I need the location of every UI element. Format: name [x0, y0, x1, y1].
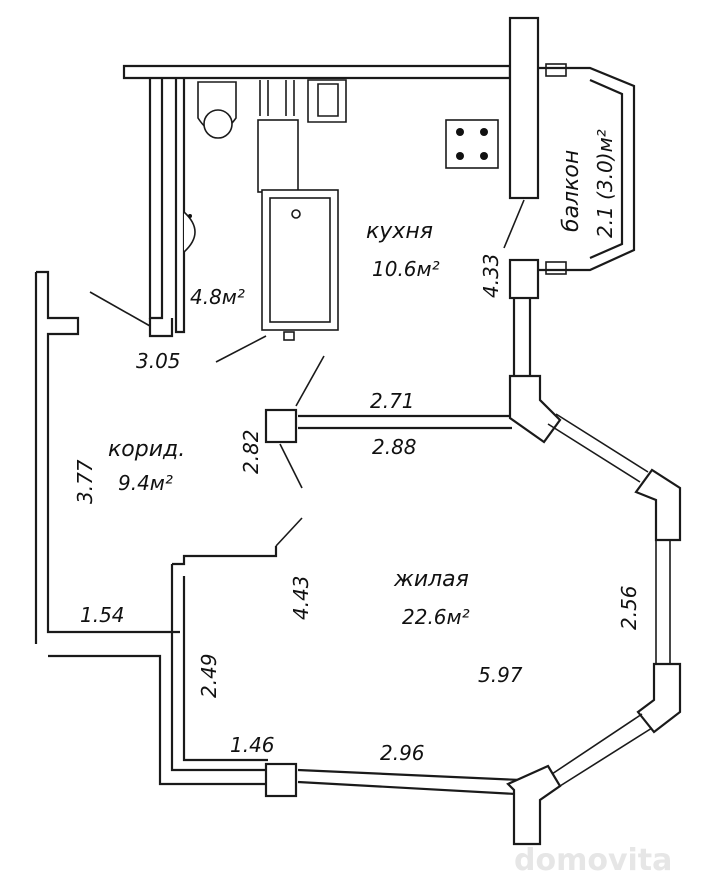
leader-balcony: [503, 199, 525, 249]
kitchen-corner-column: [508, 258, 540, 300]
stove: [445, 119, 499, 169]
lower-left-wall: [48, 654, 268, 786]
living-left-partition-2: [182, 576, 268, 762]
lower-left-wall-inner: [170, 564, 268, 772]
door-line-bath: [89, 291, 151, 327]
walls: [34, 64, 549, 796]
bay-corner-2: [634, 468, 682, 542]
dim-lower-left-height: 2.49: [197, 653, 221, 698]
living-area: 22.6м²: [402, 605, 470, 629]
bath-outlet: [283, 331, 295, 341]
dim-balcony-wall: 4.33: [479, 253, 503, 298]
burner-2: [480, 128, 488, 136]
balcony-outline: [538, 66, 636, 272]
living-left-partition: [172, 546, 278, 566]
columns: [264, 16, 540, 798]
dim-corridor-height: 2.82: [239, 429, 263, 474]
dim-bath-width: 3.05: [136, 349, 181, 373]
bathtub-inner: [269, 197, 331, 323]
kitchen-area: 10.6м²: [372, 257, 440, 281]
bathroom-area: 4.8м²: [190, 285, 245, 309]
bay-corner-1: [508, 374, 562, 444]
dim-bay-side: 2.56: [617, 585, 641, 630]
dim-kitchen-bottom: 2.71: [370, 389, 415, 413]
washing-machine-inner: [317, 83, 339, 117]
balcony-inner: [589, 78, 624, 260]
bath-sink: [183, 211, 196, 253]
bottom-column: [264, 762, 298, 798]
burner-1: [456, 128, 464, 136]
fixtures: [183, 79, 499, 341]
water-heater: [257, 119, 299, 193]
dim-bottom-right: 2.96: [380, 741, 425, 765]
sink-tap: [188, 214, 192, 218]
door-line-corridor: [279, 443, 303, 489]
toilet-bowl: [203, 109, 233, 139]
watermark: domovita: [514, 843, 672, 878]
pipes: [259, 80, 295, 116]
top-wall: [122, 64, 512, 80]
corridor-name: корид.: [108, 437, 185, 462]
corridor-column: [264, 408, 298, 444]
balcony-column: [508, 16, 540, 200]
kitchen-living-wall: [298, 414, 512, 430]
bay-glass-2: [655, 540, 671, 664]
dim-living-width: 5.97: [478, 663, 523, 687]
door-line-living: [275, 517, 303, 547]
balcony-area: 2.1 (3.0)м²: [593, 129, 617, 238]
balcony-name: балкон: [559, 150, 584, 232]
bathroom-left-wall: [148, 78, 164, 320]
living-name: жилая: [393, 567, 469, 592]
bathroom-inner-wall: [174, 78, 186, 334]
dim-living-left-height: 4.43: [289, 575, 313, 620]
dim-bottom-left: 1.46: [230, 733, 275, 757]
balcony: [538, 63, 636, 275]
kitchen-name: кухня: [366, 219, 433, 244]
dimension-labels: 3.05 4.33 2.71 2.88 2.82 3.77 4.43 2.56 …: [73, 253, 641, 765]
bay-glass-3: [551, 713, 653, 787]
bathroom-left-wall-foot: [148, 318, 174, 338]
leader-lines: [89, 199, 525, 547]
corridor-left-wall: [36, 270, 180, 634]
bottom-wall-inner: [297, 780, 517, 796]
bay-glass-1: [547, 413, 649, 483]
bay-left-frame: [512, 298, 532, 376]
corridor-area: 9.4м²: [118, 471, 173, 495]
bath-drain: [291, 209, 301, 219]
door-line-kitchen: [295, 355, 325, 407]
balcony-door-top: [545, 63, 567, 77]
bay-window: [506, 298, 682, 846]
dim-entry-width: 1.54: [80, 603, 125, 627]
bathtub: [261, 189, 339, 331]
bay-corner-4: [506, 764, 562, 846]
dim-living-top: 2.88: [372, 435, 417, 459]
bottom-wall: [297, 768, 549, 782]
balcony-door-bottom: [545, 261, 567, 275]
burner-4: [480, 152, 488, 160]
burner-3: [456, 152, 464, 160]
leader-bath: [215, 335, 267, 363]
bay-corner-3: [636, 662, 682, 734]
dim-corridor-left: 3.77: [73, 459, 97, 504]
room-labels: кухня 10.6м² 4.8м² корид. 9.4м² жилая 22…: [108, 129, 617, 629]
